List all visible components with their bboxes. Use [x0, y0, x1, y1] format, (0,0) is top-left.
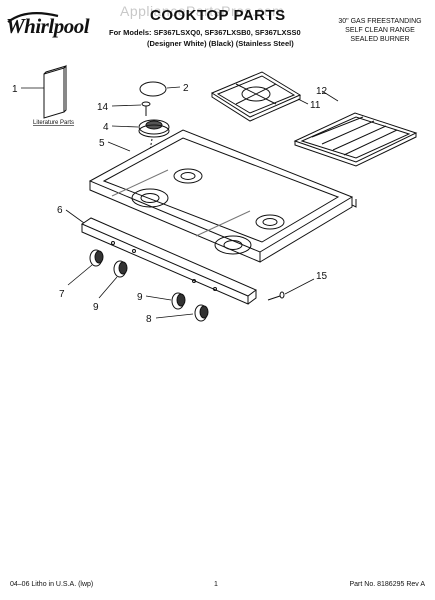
- burner-grate-single: [210, 71, 302, 122]
- product-line-2: SELF CLEAN RANGE: [345, 27, 415, 34]
- callout-5: 5: [99, 138, 105, 149]
- screw-15: [267, 291, 285, 301]
- callout-1: 1: [12, 84, 18, 95]
- page-title: COOKTOP PARTS: [150, 7, 286, 24]
- callout-7: 7: [59, 289, 65, 300]
- brand-logo: Whirlpool: [6, 14, 90, 38]
- callout-4: 4: [103, 122, 109, 133]
- callout-14: 14: [97, 102, 109, 113]
- control-panel: [80, 217, 257, 305]
- callout-6: 6: [57, 205, 63, 216]
- literature-parts-label: Literature Parts: [33, 120, 74, 126]
- screw-part: [141, 101, 151, 116]
- footer-litho: 04–06 Litho in U.S.A. (lwp): [10, 581, 94, 588]
- control-knob-7: [89, 249, 104, 267]
- watermark: AppliancePartsPros.com: [120, 3, 285, 19]
- whirlpool-swoosh-icon: [7, 11, 59, 23]
- footer-part-number: Part No. 8186295 Rev A: [349, 581, 426, 588]
- callout-12: 12: [316, 86, 328, 97]
- control-knob-8: [194, 304, 209, 322]
- callout-15: 15: [316, 271, 328, 282]
- burner-grate-double: [293, 112, 418, 167]
- burner-cap: [139, 81, 167, 97]
- control-knob-9a: [113, 260, 128, 278]
- control-knob-9b: [171, 292, 186, 310]
- cooktop-panel: [88, 129, 357, 263]
- callout-11: 11: [310, 100, 321, 111]
- callout-2: 2: [183, 83, 189, 94]
- footer-page-number: 1: [214, 581, 218, 588]
- variants-line: (Designer White) (Black) (Stainless Stee…: [147, 39, 294, 48]
- product-description: 30" GAS FREESTANDING SELF CLEAN RANGE SE…: [335, 17, 425, 44]
- callout-9b: 9: [137, 292, 143, 303]
- product-line-1: 30" GAS FREESTANDING: [338, 18, 422, 25]
- models-line: For Models: SF367LSXQ0, SF367LXSB0, SF36…: [109, 28, 301, 37]
- product-line-3: SEALED BURNER: [350, 36, 410, 43]
- literature-booklet: [43, 64, 67, 119]
- callout-8: 8: [146, 314, 152, 325]
- burner-base: [138, 119, 170, 138]
- callout-9a: 9: [93, 302, 99, 313]
- leader-lines: [21, 86, 339, 319]
